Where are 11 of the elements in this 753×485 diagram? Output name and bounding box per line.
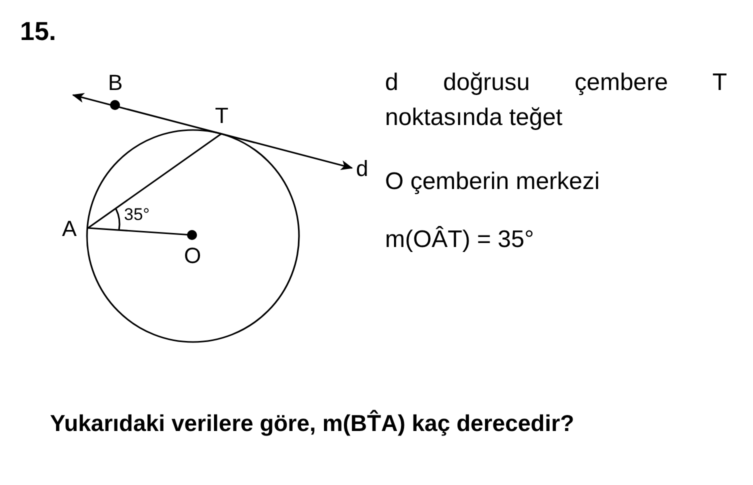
point-label: T (215, 105, 228, 127)
statement-text: O çemberin merkezi (385, 170, 600, 194)
problem-number: 15. (20, 18, 56, 44)
point-label: d (356, 158, 368, 180)
angle-label: 35° (124, 206, 150, 223)
statement-text: d doğrusu çembere T noktasında teğet (385, 68, 727, 133)
question-text: Yukarıdaki verilere göre, m(BT̂A) kaç derecedir? (50, 412, 574, 435)
point-label: B (108, 72, 123, 94)
point-label: O (184, 245, 202, 267)
statement-text: m(OÂT) = 35° (385, 228, 534, 252)
point-label: A (62, 218, 77, 240)
